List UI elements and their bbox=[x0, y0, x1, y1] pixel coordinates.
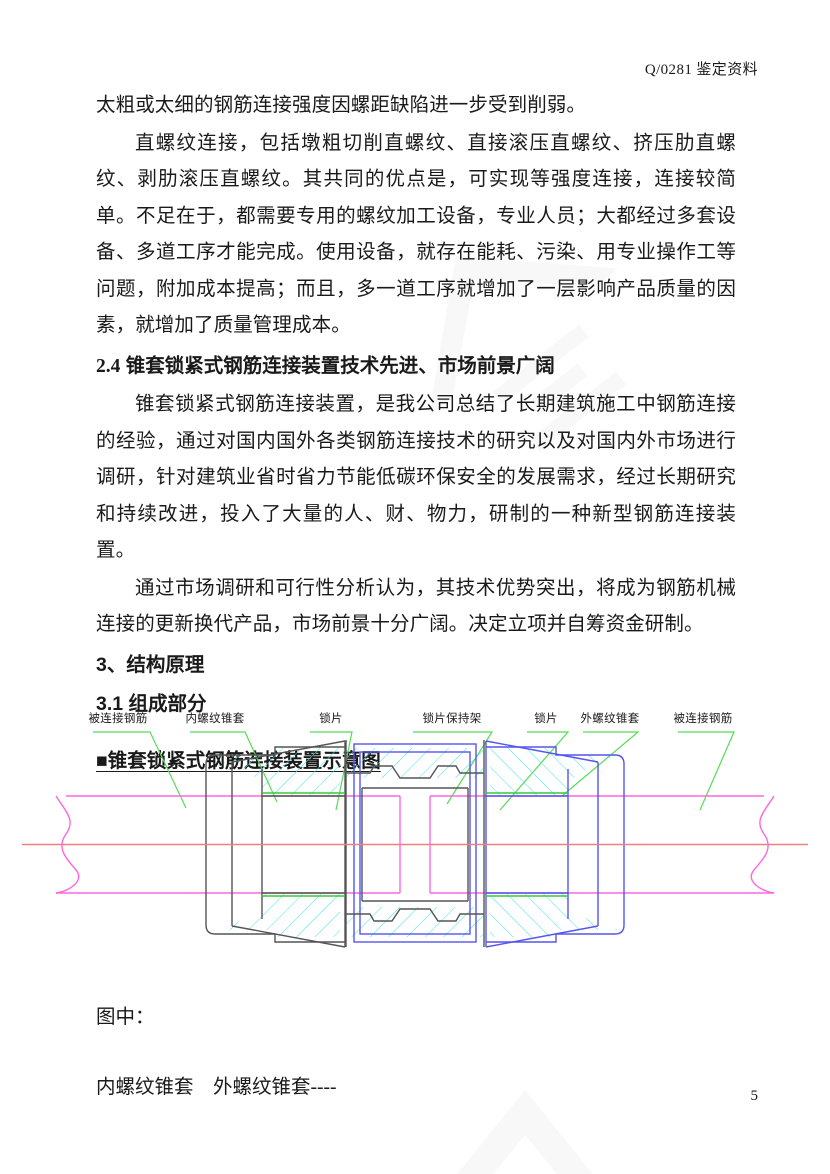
label-lock-plate-right: 锁片 bbox=[534, 711, 558, 725]
label-external-cone-sleeve: 外螺纹锥套 bbox=[581, 711, 640, 725]
label-rebar-right: 被连接钢筋 bbox=[674, 711, 733, 725]
internal-cone-sleeve-hatch bbox=[208, 748, 340, 937]
external-cone-sleeve bbox=[485, 740, 625, 948]
heading-2-4: 2.4 锥套锁紧式钢筋连接装置技术先进、市场前景广阔 bbox=[96, 348, 736, 386]
heading-3-1: 3.1 组成部分 bbox=[96, 693, 207, 715]
lock-plate-retainer bbox=[353, 743, 477, 943]
label-lock-plate-retainer: 锁片保持架 bbox=[423, 711, 482, 725]
label-lock-plate-left: 锁片 bbox=[319, 711, 343, 725]
heading-2-4-number: 2.4 bbox=[96, 355, 121, 377]
label-internal-cone-sleeve: 内螺纹锥套 bbox=[186, 711, 245, 725]
legend-intro: 图中： bbox=[96, 1007, 155, 1028]
internal-sleeve-seat-edge bbox=[262, 792, 345, 897]
diagram-label-group: 被连接钢筋 内螺纹锥套 锁片 锁片保持架 锁片 外螺纹锥套 被连接钢筋 bbox=[89, 711, 733, 725]
paragraph-2: 直螺纹连接，包括墩粗切削直螺纹、直接滚压直螺纹、挤压肋直螺纹、剥肋滚压直螺纹。其… bbox=[96, 132, 736, 337]
legend-items: 内螺纹锥套 外螺纹锥套---- bbox=[96, 1077, 337, 1098]
figure-legend: 图中： 内螺纹锥套 外螺纹锥套---- bbox=[96, 1000, 756, 1106]
label-rebar-left: 被连接钢筋 bbox=[89, 711, 148, 725]
document-body: 太粗或太细的钢筋连接强度因螺距缺陷进一步受到削弱。 直螺纹连接，包括墩粗切削直螺… bbox=[96, 88, 736, 779]
coupler-assembly-diagram: 被连接钢筋 内螺纹锥套 锁片 锁片保持架 锁片 外螺纹锥套 被连接钢筋 bbox=[0, 700, 830, 985]
paragraph-1: 太粗或太细的钢筋连接强度因螺距缺陷进一步受到削弱。 bbox=[96, 95, 587, 116]
paragraph-4: 通过市场调研和可行性分析认为，其技术优势突出，将成为钢筋机械连接的更新换代产品，… bbox=[96, 577, 736, 636]
heading-3: 3、结构原理 bbox=[96, 653, 205, 676]
heading-2-4-text: 锥套锁紧式钢筋连接装置技术先进、市场前景广阔 bbox=[125, 354, 555, 377]
external-sleeve-seat-edge bbox=[486, 792, 568, 897]
external-cone-sleeve-hatch bbox=[490, 748, 622, 937]
internal-cone-sleeve bbox=[205, 740, 346, 948]
page-number: 5 bbox=[750, 1088, 759, 1104]
document-header-code: Q/0281 鉴定资料 bbox=[644, 62, 758, 78]
paragraph-3: 锥套锁紧式钢筋连接装置，是我公司总结了长期建筑施工中钢筋连接的经验，通过对国内国… bbox=[96, 394, 736, 561]
